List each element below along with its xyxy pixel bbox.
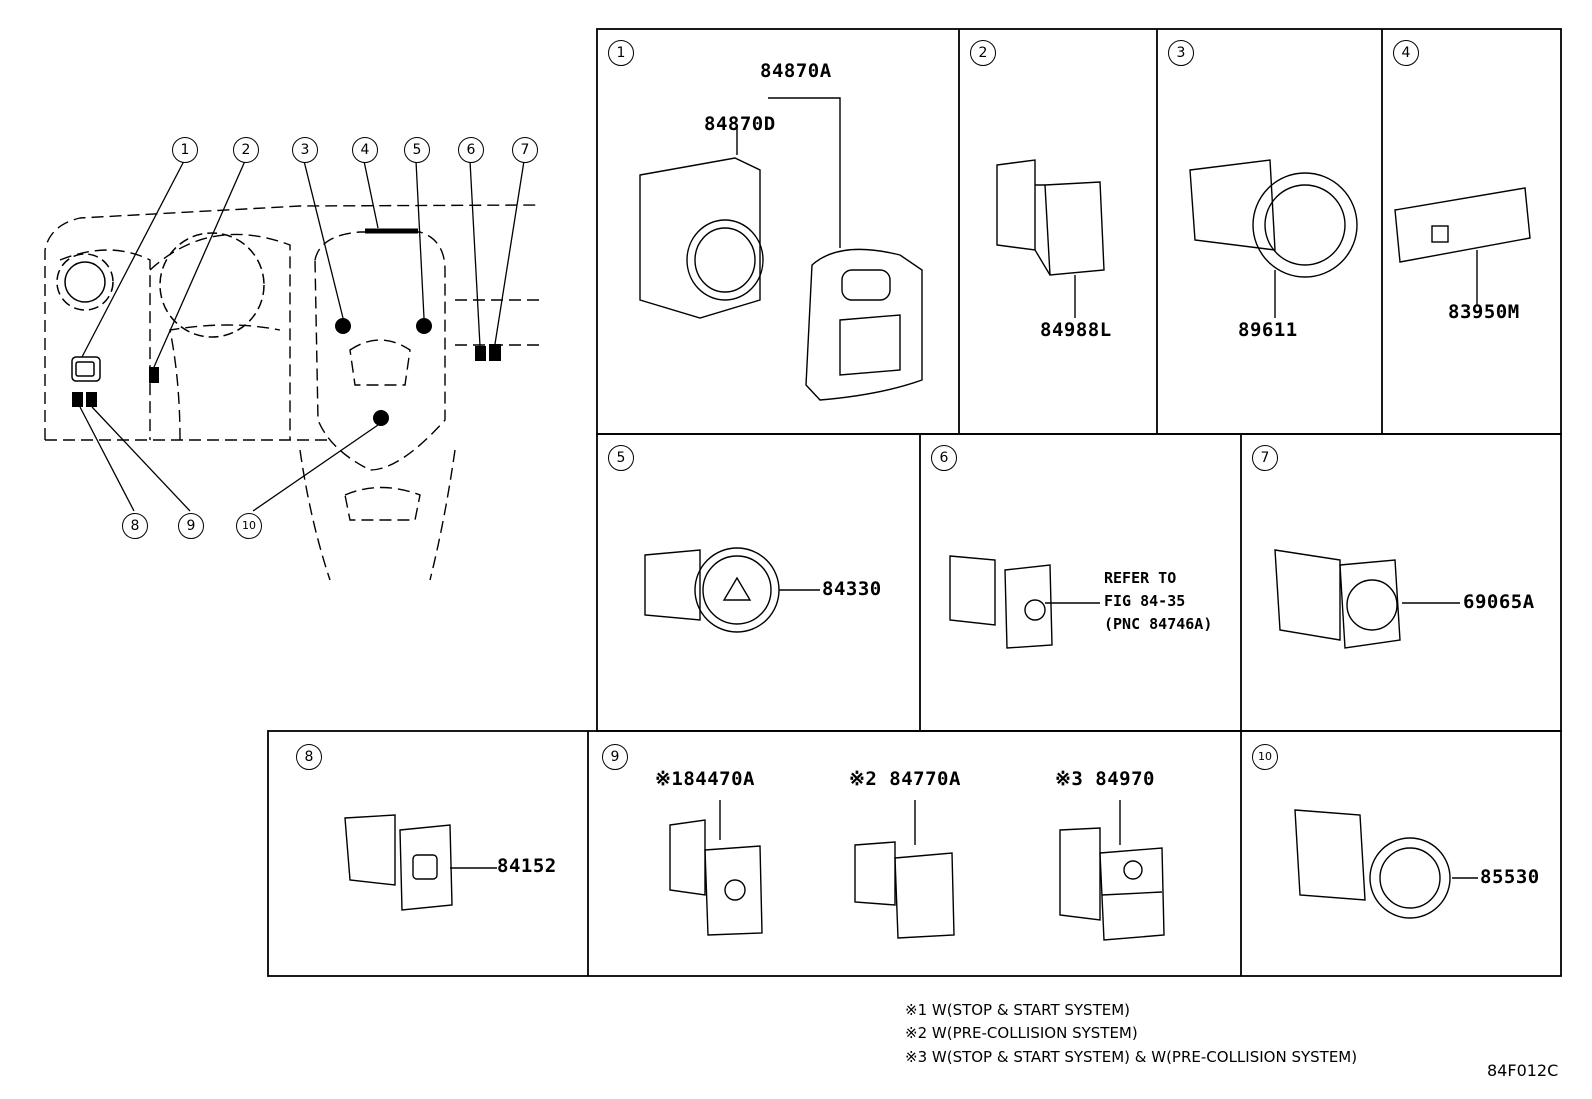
footnote-3: ※3 W(STOP & START SYSTEM) & W(PRE-COLLIS… — [905, 1048, 1358, 1066]
p2-switch-drawing — [996, 159, 1105, 318]
part-84870D[interactable]: 84870D — [704, 113, 776, 135]
part-69065A[interactable]: 69065A — [1463, 591, 1535, 613]
callout-1: 1 — [172, 137, 198, 163]
p9-switch-drawing — [669, 800, 1165, 941]
callout-6: 6 — [458, 137, 484, 163]
callout-5: 5 — [404, 137, 430, 163]
p1-switch-drawing — [639, 97, 923, 401]
panel-1-number: 1 — [608, 40, 634, 66]
refer-line-1: REFER TO — [1104, 569, 1177, 587]
callout-7: 7 — [512, 137, 538, 163]
panel-7-number: 7 — [1252, 445, 1278, 471]
panel-3-number: 3 — [1168, 40, 1194, 66]
callout-leaders — [79, 160, 525, 512]
part-83950M[interactable]: 83950M — [1448, 301, 1520, 323]
panel-9-number: 9 — [602, 744, 628, 770]
panel-4-number: 4 — [1393, 40, 1419, 66]
panel-10-number: 10 — [1252, 744, 1278, 770]
panel-8-number: 8 — [296, 744, 322, 770]
p5-switch-drawing — [644, 547, 820, 633]
refer-line-2: FIG 84-35 — [1104, 592, 1186, 610]
part-84470A[interactable]: ※184470A — [655, 768, 755, 790]
refer-line-3[interactable]: (PNC 84746A) — [1104, 615, 1213, 633]
p3-switch-drawing — [1189, 159, 1358, 318]
callout-9: 9 — [178, 513, 204, 539]
callout-10: 10 — [236, 513, 262, 539]
callout-3: 3 — [292, 137, 318, 163]
callout-2: 2 — [233, 137, 259, 163]
part-84152[interactable]: 84152 — [497, 855, 557, 877]
panel-5-number: 5 — [608, 445, 634, 471]
panel-frames — [267, 28, 1562, 977]
p6-switch-drawing — [949, 555, 1100, 649]
p8-switch-drawing — [344, 814, 497, 911]
part-85530[interactable]: 85530 — [1480, 866, 1540, 888]
callout-8: 8 — [122, 513, 148, 539]
dashboard-markers — [72, 318, 501, 426]
diagram-code: 84F012C — [1487, 1061, 1559, 1080]
panel-2-number: 2 — [970, 40, 996, 66]
p4-switch-drawing — [1394, 187, 1531, 305]
part-84970[interactable]: ※3 84970 — [1055, 768, 1155, 790]
part-84988L[interactable]: 84988L — [1040, 319, 1112, 341]
part-89611[interactable]: 89611 — [1238, 319, 1298, 341]
part-84330[interactable]: 84330 — [822, 578, 882, 600]
dashboard-solid — [56, 228, 418, 382]
callout-4: 4 — [352, 137, 378, 163]
p7-switch-drawing — [1274, 549, 1460, 649]
footnote-2: ※2 W(PRE-COLLISION SYSTEM) — [905, 1024, 1138, 1042]
footnote-1: ※1 W(STOP & START SYSTEM) — [905, 1001, 1131, 1019]
dashboard-overview — [44, 204, 541, 581]
p10-switch-drawing — [1294, 809, 1478, 919]
part-84770A[interactable]: ※2 84770A — [849, 768, 961, 790]
part-84870A[interactable]: 84870A — [760, 60, 832, 82]
panel-6-number: 6 — [931, 445, 957, 471]
